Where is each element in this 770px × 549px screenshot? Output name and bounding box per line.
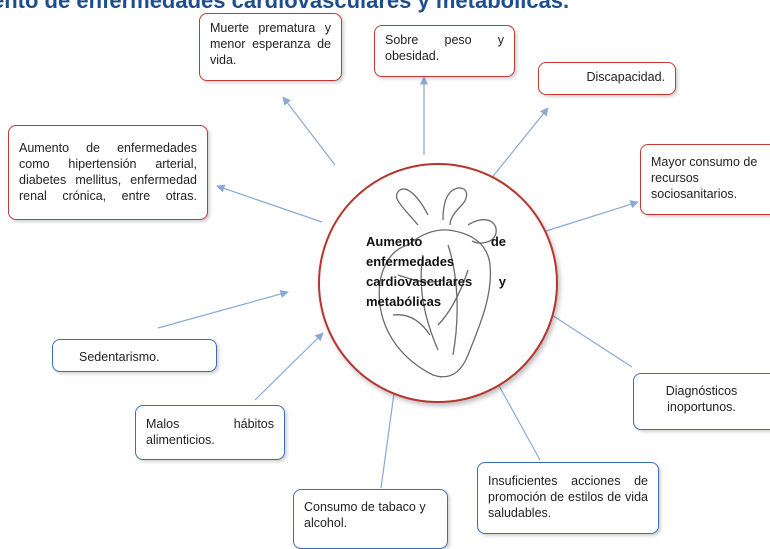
consequence-sobrepeso: Sobre peso y obesidad. (374, 25, 515, 77)
arrows-layer (157, 76, 639, 489)
cause-consumo-tabaco: Consumo de tabaco y alcohol. (293, 489, 448, 549)
consequence-mayor-consumo-text: Mayor consumo de recursos sociosanitario… (651, 155, 758, 201)
arrow-to-aumento (216, 184, 323, 223)
arrow-to-muerte (282, 96, 336, 166)
arrow-from-diagnosticos (540, 307, 633, 368)
cause-diagnosticos: Diagnósticos inoportunos. (633, 373, 770, 430)
cause-consumo-tabaco-text: Consumo de tabaco y alcohol. (304, 500, 426, 530)
consequence-discapacidad-text: Discapacidad. (586, 70, 665, 84)
cause-malos-habitos: Malos hábitos alimenticios. (135, 405, 285, 460)
arrow-from-malos-habitos (254, 332, 324, 401)
cause-sedentarismo: Sedentarismo. (52, 339, 217, 372)
consequence-muerte-prematura: Muerte prematura y menor esperanza de vi… (199, 13, 342, 81)
heart-icon (378, 187, 497, 378)
diagram-title: ento de enfermedades cardiovasculares y … (0, 0, 570, 13)
cause-sedentarismo-text: Sedentarismo. (79, 350, 160, 364)
consequence-aumento-enfermedades: Aumento de enfermedades como hipertensió… (8, 125, 208, 220)
consequence-mayor-consumo: Mayor consumo de recursos sociosanitario… (640, 144, 770, 215)
cause-insuficientes: Insuficientes acciones de promoción de e… (477, 462, 659, 534)
central-circle (318, 163, 558, 403)
arrow-to-mayor-consumo (542, 200, 639, 233)
consequence-sobrepeso-text: Sobre peso y obesidad. (385, 33, 504, 63)
cause-diagnosticos-text: Diagnósticos inoportunos. (665, 384, 738, 414)
consequence-discapacidad: Discapacidad. (538, 62, 676, 95)
arrow-from-insuficientes (491, 372, 541, 461)
arrow-from-consumo-tabaco (380, 385, 399, 489)
arrow-from-sedentarismo (157, 289, 289, 329)
arrow-to-discapacidad (489, 107, 549, 181)
center-label: Aumento de enfermedades cardiovasculares… (366, 234, 506, 309)
